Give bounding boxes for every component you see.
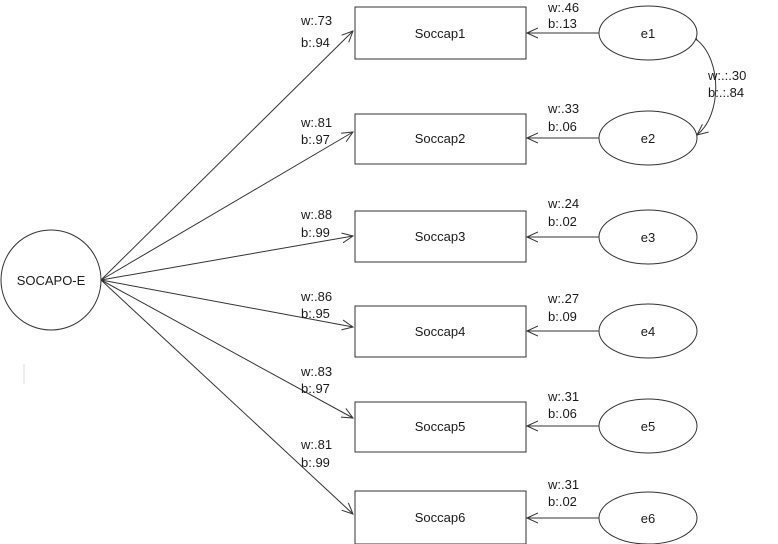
error-ellipse-6 [598, 491, 698, 544]
error-ellipse-3 [598, 209, 698, 265]
error-w-1: w:.46 [547, 0, 579, 15]
indicator-box-5 [354, 401, 527, 453]
loading-w-3: w:.88 [300, 207, 332, 222]
error-label-5: e5 [641, 419, 655, 434]
covariance-w: w:.:.30 [707, 68, 746, 83]
error-ellipse-2 [598, 110, 698, 166]
loading-b-2: b:.97 [301, 132, 330, 147]
error-w-4: w:.27 [547, 291, 579, 306]
error-w-5: w:.31 [547, 389, 579, 404]
error-b-5: b:.06 [548, 406, 577, 421]
error-ellipse-5 [598, 398, 698, 454]
indicator-box-2 [354, 113, 527, 165]
error-label-1: e1 [641, 26, 655, 41]
loading-b-1: b:.94 [301, 35, 330, 50]
error-label-2: e2 [641, 131, 655, 146]
error-b-4: b:.09 [548, 309, 577, 324]
error-w-3: w:.24 [547, 196, 579, 211]
error-b-2: b:.06 [548, 119, 577, 134]
error-b-3: b:.02 [548, 214, 577, 229]
loading-b-6: b:.99 [301, 455, 330, 470]
loading-path-5 [100, 279, 353, 418]
latent-socapo-e [0, 229, 102, 331]
error-label-4: e4 [641, 324, 655, 339]
loading-b-3: b:.99 [301, 225, 330, 240]
indicator-box-1 [354, 6, 527, 60]
error-ellipse-1 [598, 5, 698, 61]
error-label-3: e3 [641, 230, 655, 245]
loading-w-6: w:.81 [300, 437, 332, 452]
loading-b-5: b:.97 [301, 381, 330, 396]
loading-path-6 [100, 279, 353, 514]
loading-w-2: w:.81 [300, 115, 332, 130]
indicator-box-6 [354, 490, 527, 544]
error-ellipse-4 [598, 303, 698, 359]
error-b-1: b:.13 [548, 16, 577, 31]
loading-w-4: w:.86 [300, 289, 332, 304]
indicator-label-6: Soccap6 [415, 510, 466, 525]
indicator-label-4: Soccap4 [415, 324, 466, 339]
covariance-b: b:.:.84 [708, 85, 744, 100]
loading-w-5: w:.83 [300, 364, 332, 379]
error-w-6: w:.31 [547, 477, 579, 492]
loading-path-2 [100, 132, 353, 281]
error-b-6: b:.02 [548, 494, 577, 509]
error-label-6: e6 [641, 511, 655, 526]
indicator-label-2: Soccap2 [415, 131, 466, 146]
loading-path-3 [100, 236, 353, 281]
error-w-2: w:.33 [547, 101, 579, 116]
indicator-box-3 [354, 210, 527, 263]
latent-label: SOCAPO-E [17, 273, 86, 288]
indicator-label-5: Soccap5 [415, 419, 466, 434]
loading-path-1 [100, 31, 353, 281]
loading-w-1: w:.73 [300, 13, 332, 28]
indicator-label-1: Soccap1 [415, 26, 466, 41]
indicator-label-3: Soccap3 [415, 229, 466, 244]
indicator-box-4 [354, 305, 527, 358]
loading-path-4 [100, 279, 353, 327]
loading-b-4: b:.95 [301, 306, 330, 321]
covariance-e1-e2 [697, 40, 717, 135]
